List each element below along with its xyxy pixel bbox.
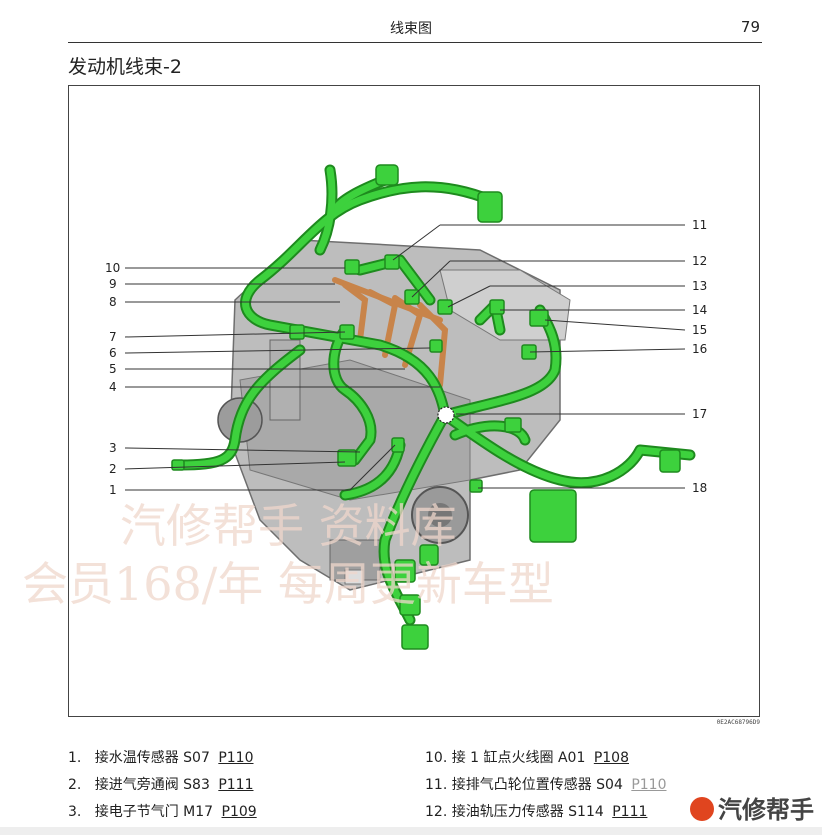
legend-text: 接油轨压力传感器 S114 <box>451 804 604 820</box>
header-divider <box>68 42 762 43</box>
bottom-bar <box>0 827 822 835</box>
legend-text: 接电子节气门 M17 <box>94 804 214 820</box>
figure-code: 0E2AC68796D9 <box>716 719 760 726</box>
legend-item-11: 11. 接排气凸轮位置传感器 S04 P110 <box>425 774 667 794</box>
watermark-line-2: 会员168/年 每周更新车型 <box>22 557 554 611</box>
legend-num: 3. <box>68 804 82 820</box>
callout-11: 11 <box>692 218 707 232</box>
legend-num: 10. <box>425 750 448 766</box>
legend-item-1: 1. 接水温传感器 S07 P110 <box>68 747 254 767</box>
callout-16: 16 <box>692 342 707 356</box>
callout-1: 1 <box>109 483 117 497</box>
callout-8: 8 <box>109 295 117 309</box>
watermark-line-1: 汽修帮手 资料库 <box>120 499 457 553</box>
legend-num: 2. <box>68 777 82 793</box>
callout-leader-lines <box>124 224 686 491</box>
legend-text: 接水温传感器 S07 <box>94 750 210 766</box>
harness-junction-marker <box>437 406 455 424</box>
legend-text: 接进气旁通阀 S83 <box>94 777 210 793</box>
callout-3: 3 <box>109 441 117 455</box>
legend-item-12: 12. 接油轨压力传感器 S114 P111 <box>425 801 647 821</box>
running-header-title: 线束图 <box>390 21 432 37</box>
legend-item-3: 3. 接电子节气门 M17 P109 <box>68 801 257 821</box>
legend-num: 12. <box>425 804 448 820</box>
legend-text: 接排气凸轮位置传感器 S04 <box>451 777 623 793</box>
brand-logo-icon <box>690 797 714 821</box>
callout-13: 13 <box>692 279 707 293</box>
page-ref-link[interactable]: P111 <box>218 777 254 793</box>
callout-7: 7 <box>109 330 117 344</box>
page-ref-link[interactable]: P109 <box>221 804 257 820</box>
callout-5: 5 <box>109 362 117 376</box>
callout-14: 14 <box>692 303 707 317</box>
harness-connectors <box>171 164 681 650</box>
page-ref-link[interactable]: P110 <box>631 777 667 793</box>
callout-6: 6 <box>109 346 117 360</box>
callout-17: 17 <box>692 407 707 421</box>
callout-12: 12 <box>692 254 707 268</box>
brand-watermark: 汽修帮手 <box>690 790 814 825</box>
legend-item-10: 10. 接 1 缸点火线圈 A01 P108 <box>425 747 629 767</box>
page-ref-link[interactable]: P108 <box>593 750 629 766</box>
section-title: 发动机线束-2 <box>68 56 182 78</box>
callout-10: 10 <box>105 261 120 275</box>
page-number: 79 <box>740 18 760 36</box>
legend-text: 接 1 缸点火线圈 A01 <box>451 750 586 766</box>
callout-15: 15 <box>692 323 707 337</box>
callout-4: 4 <box>109 380 117 394</box>
harness-figure-frame <box>68 85 760 717</box>
legend-num: 1. <box>68 750 82 766</box>
callout-18: 18 <box>692 481 707 495</box>
callout-2: 2 <box>109 462 117 476</box>
page-ref-link[interactable]: P111 <box>612 804 648 820</box>
page-ref-link[interactable]: P110 <box>218 750 254 766</box>
legend-item-2: 2. 接进气旁通阀 S83 P111 <box>68 774 254 794</box>
brand-name: 汽修帮手 <box>718 796 814 824</box>
legend-num: 11. <box>425 777 448 793</box>
callout-9: 9 <box>109 277 117 291</box>
